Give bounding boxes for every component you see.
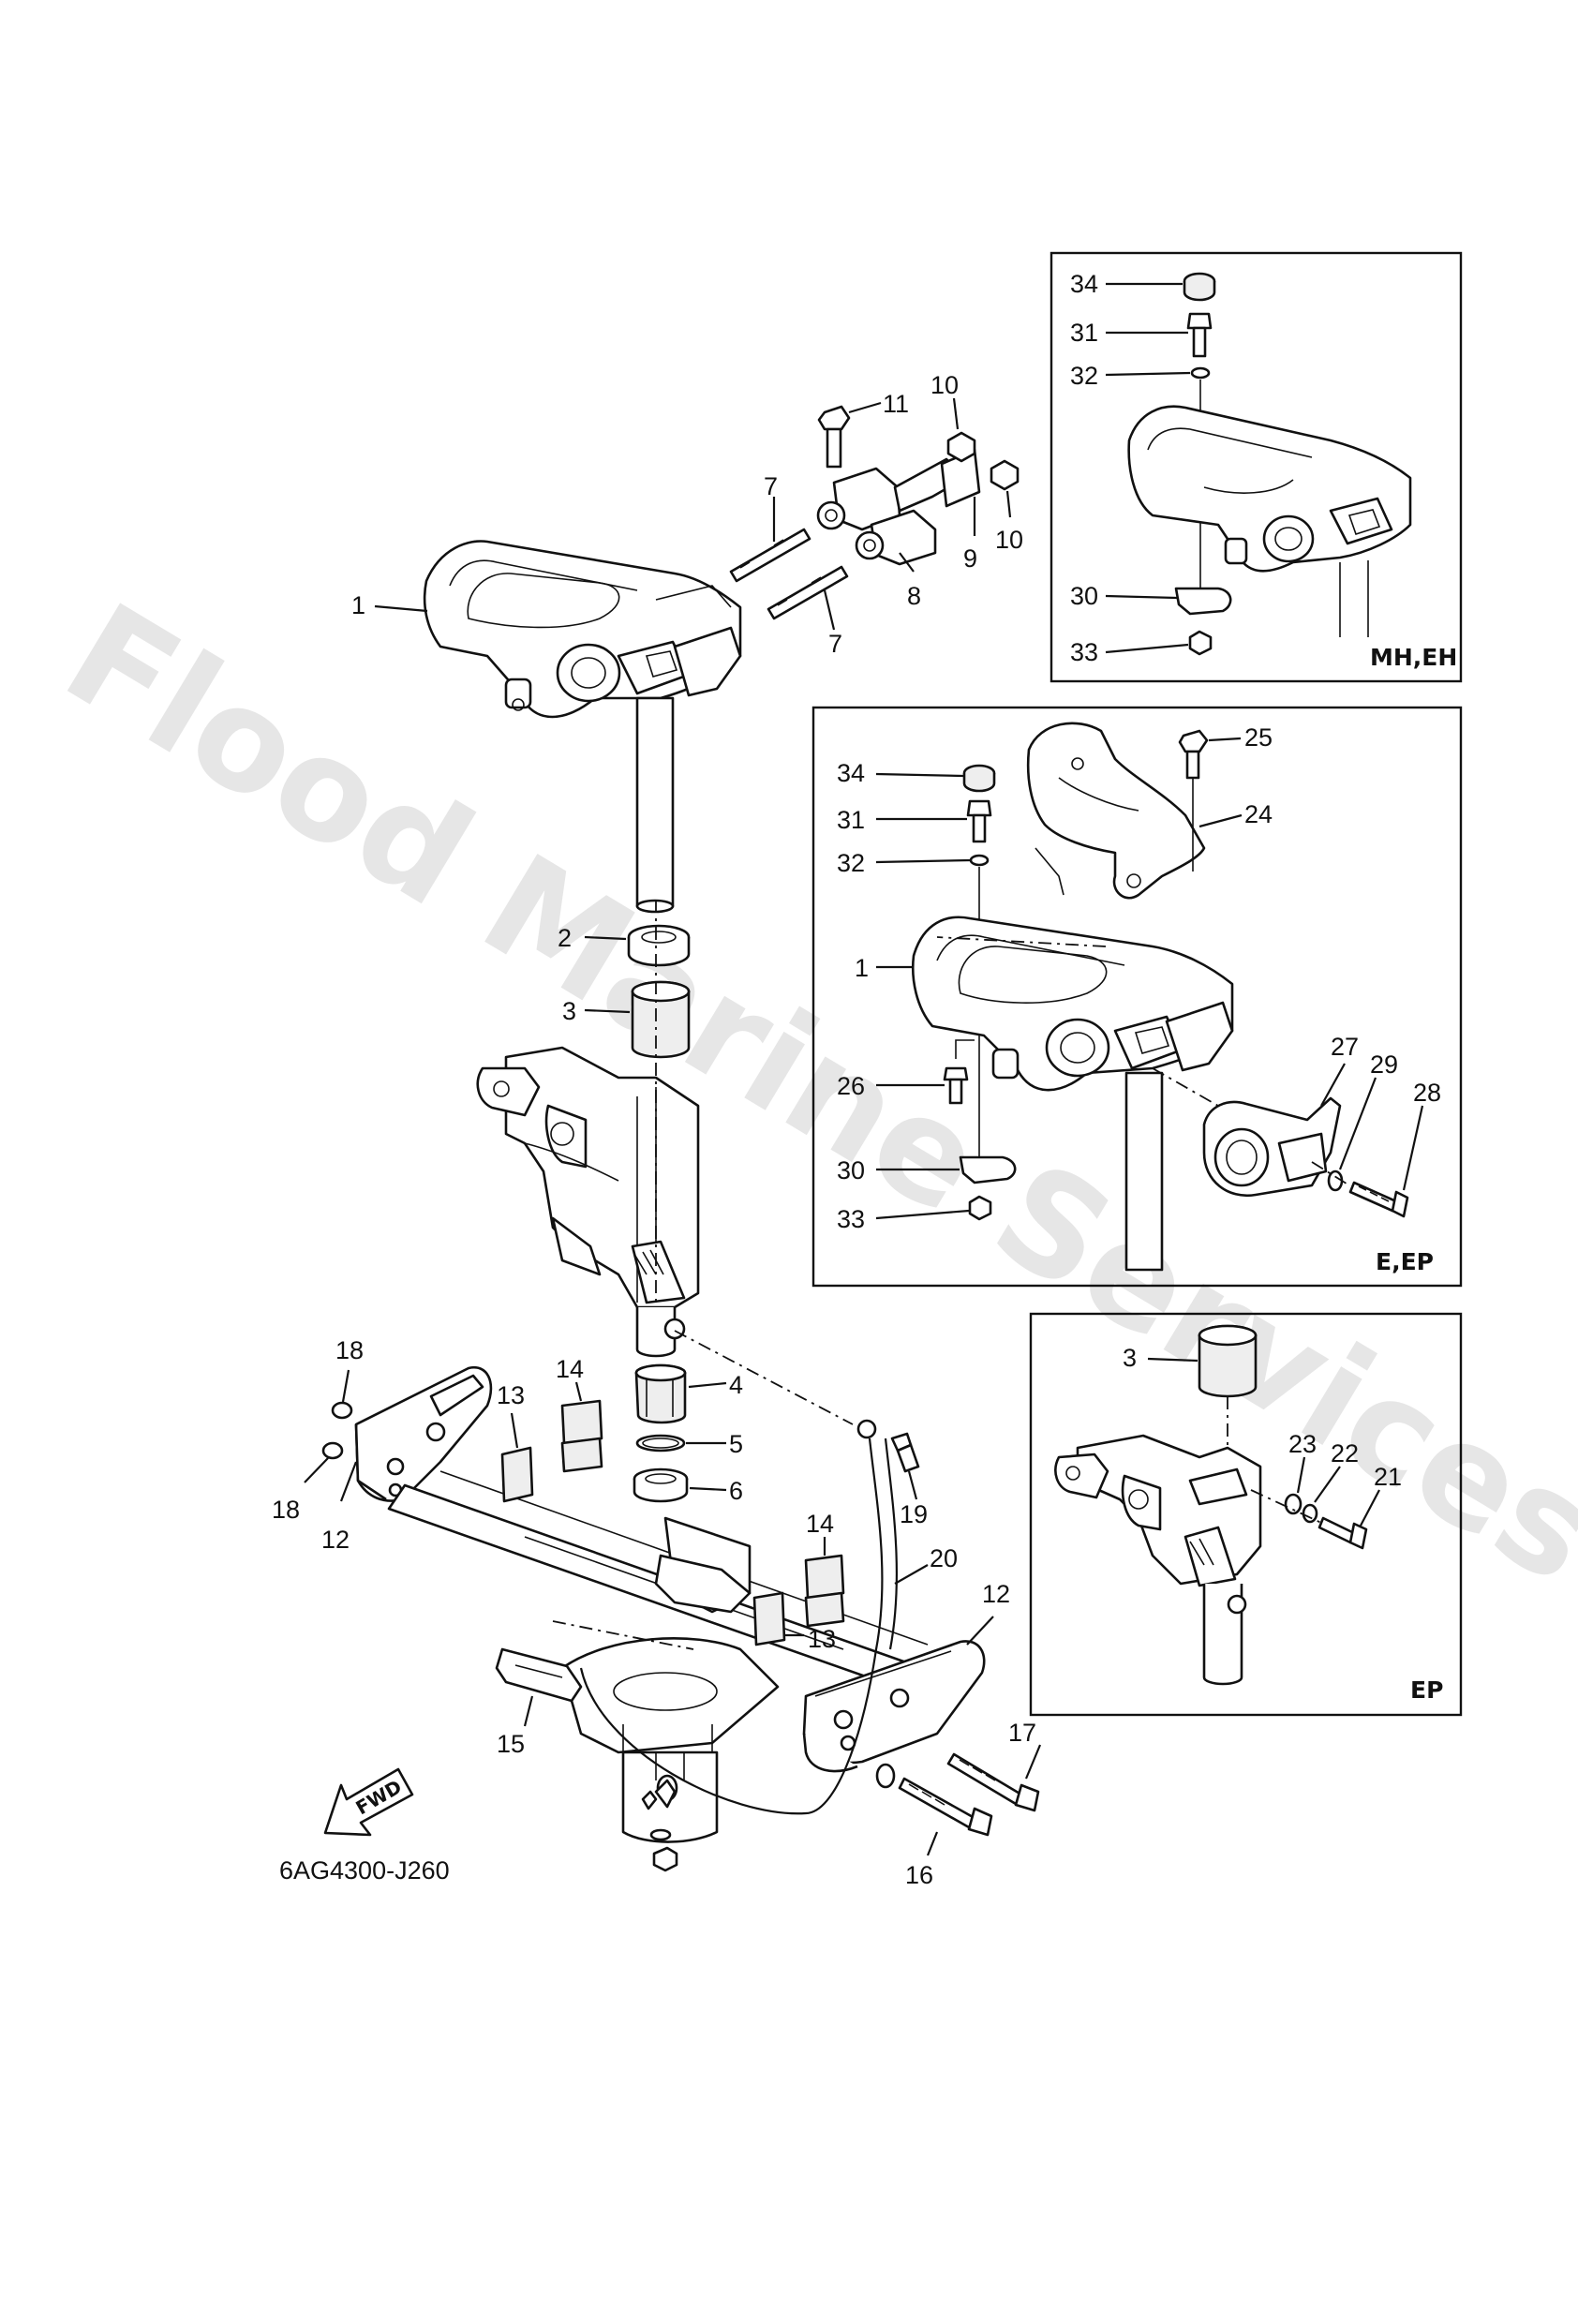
part-6-seal	[633, 1467, 727, 1503]
mh-callout-31: 31	[1070, 319, 1098, 347]
mh-callout-30: 30	[1070, 582, 1098, 610]
part-11-bolt	[817, 401, 882, 469]
callout-20: 20	[930, 1544, 958, 1572]
e-callout-32: 32	[837, 849, 865, 877]
e-callout-33: 33	[837, 1205, 865, 1233]
callout-15: 15	[497, 1730, 525, 1758]
callout-16: 16	[905, 1861, 933, 1889]
e-callout-30: 30	[837, 1156, 865, 1184]
part-2-seal	[584, 924, 691, 967]
e-callout-26: 26	[837, 1072, 865, 1100]
callout-8: 8	[907, 582, 921, 610]
e-callout-34: 34	[837, 759, 865, 787]
callout-17: 17	[1008, 1719, 1036, 1747]
part-5-o-ring	[635, 1434, 726, 1452]
part-17-bolt	[946, 1744, 1042, 1812]
part-13-pad-left	[500, 1412, 534, 1503]
inset-tag-ep: EP	[1410, 1676, 1443, 1704]
callout-7b: 7	[828, 630, 842, 658]
e-callout-28: 28	[1413, 1079, 1441, 1107]
inset-tag-mh-eh: MH,EH	[1370, 644, 1457, 671]
callout-14b: 14	[806, 1510, 834, 1538]
callout-10b: 10	[995, 526, 1023, 554]
part-3-bushing	[584, 980, 691, 1059]
inset-ep: 3 23 22 21 EP	[1029, 1312, 1463, 1717]
mh-callout-32: 32	[1070, 362, 1098, 390]
callout-11: 11	[883, 390, 909, 418]
ep-callout-22: 22	[1331, 1439, 1359, 1467]
callout-5: 5	[729, 1430, 743, 1458]
callout-13b: 13	[808, 1625, 836, 1653]
part-20-ground-lead	[579, 1330, 929, 1815]
bottom-fasteners	[641, 1774, 678, 1872]
inset-mh-eh: 34 31 32 30 33 MH,EH	[1050, 251, 1463, 683]
e-callout-24: 24	[1244, 800, 1273, 828]
ep-callout-21: 21	[1374, 1463, 1402, 1491]
e-callout-31: 31	[837, 806, 865, 834]
mh-callout-34: 34	[1070, 270, 1098, 298]
part-18-washers	[304, 1369, 353, 1483]
part-8-bracket-blocks	[816, 457, 967, 573]
part-19-screw	[890, 1432, 920, 1500]
part-16-bolt	[898, 1777, 993, 1856]
callout-10a: 10	[930, 371, 959, 399]
callout-1: 1	[351, 591, 365, 619]
callout-6: 6	[729, 1477, 743, 1505]
callout-14a: 14	[556, 1355, 584, 1383]
e-callout-27: 27	[1331, 1033, 1359, 1061]
part-14-pad-left	[560, 1381, 603, 1473]
part-13-pad-right	[752, 1591, 804, 1646]
fwd-arrow: FWD	[323, 1767, 414, 1837]
ep-callout-3: 3	[1123, 1344, 1137, 1372]
part-14-pad-right	[804, 1537, 845, 1628]
part-12-right-mount	[802, 1616, 994, 1773]
callout-13a: 13	[497, 1381, 525, 1409]
callout-19: 19	[900, 1500, 928, 1528]
mh-callout-33: 33	[1070, 638, 1098, 666]
callout-18a: 18	[335, 1336, 364, 1364]
e-callout-29: 29	[1370, 1050, 1398, 1079]
part-9-plate	[940, 448, 981, 536]
main-callouts: 1 2 3 4 5 6 7 7 8 9 10 10 11 12 12 13 13…	[272, 371, 1036, 1889]
part-1-steering-bracket	[423, 540, 742, 914]
part-15-plate	[495, 1647, 583, 1727]
callout-3: 3	[562, 997, 576, 1025]
callout-12b: 12	[982, 1580, 1010, 1608]
ep-callout-23: 23	[1288, 1430, 1317, 1458]
main-assembly: FWD 1 2 3 4 5 6 7 7 8 9 10 10 11 12 12 1…	[272, 371, 1042, 1889]
callout-2: 2	[558, 924, 572, 952]
part-12-left-mount	[339, 1365, 493, 1502]
e-callout-25: 25	[1244, 723, 1273, 752]
inset-tag-e-ep: E,EP	[1376, 1248, 1434, 1275]
part-7-studs	[729, 497, 849, 631]
reference-code: 6AG4300-J260	[279, 1856, 450, 1885]
callout-7a: 7	[764, 472, 778, 500]
washer-16	[875, 1763, 896, 1789]
inset-e-ep: 34 31 32 1 26 30 33 25 24 27 29 28 E,EP	[811, 706, 1463, 1288]
swivel-bracket	[476, 900, 700, 1358]
part-4-bushing	[634, 1363, 727, 1424]
part-10-nuts	[946, 397, 1020, 518]
callout-9: 9	[963, 544, 977, 573]
callout-18b: 18	[272, 1496, 300, 1524]
callout-4: 4	[729, 1371, 743, 1399]
e-callout-1: 1	[855, 954, 869, 982]
callout-12a: 12	[321, 1526, 350, 1554]
